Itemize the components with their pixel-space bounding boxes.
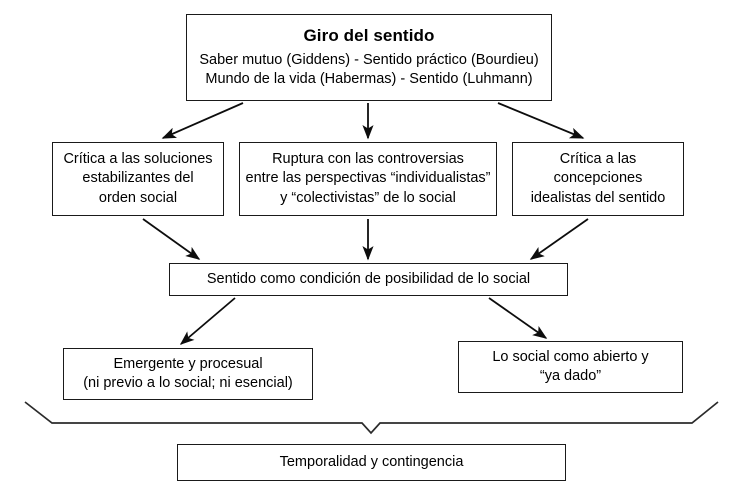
node-title: Giro del sentido <box>303 26 435 46</box>
node-text-line-1: Temporalidad y contingencia <box>279 453 464 470</box>
node-text-line-1: Crítica a las soluciones <box>63 151 213 168</box>
node-subtitle-line-2: Mundo de la vida (Habermas) - Sentido (L… <box>205 71 533 88</box>
node-critica-soluciones-estabilizantes[interactable]: Crítica a las soluciones estabilizantes … <box>52 142 224 216</box>
connector-sentido-to-lo-social <box>488 297 548 339</box>
node-text-line-1: Emergente y procesual <box>113 355 263 372</box>
connector-root-to-critica-soluciones <box>161 102 244 139</box>
node-ruptura-controversias[interactable]: Ruptura con las controversias entre las … <box>239 142 497 216</box>
bottom-brace <box>24 401 719 435</box>
node-text-line-2: “ya dado” <box>539 368 602 384</box>
node-text-line-3: y “colectivistas” de lo social <box>280 189 456 206</box>
node-giro-del-sentido[interactable]: Giro del sentido Saber mutuo (Giddens) -… <box>186 14 552 101</box>
node-sentido-condicion-posibilidad[interactable]: Sentido como condición de posibilidad de… <box>169 263 568 296</box>
connector-critica-soluciones-to-sentido <box>142 218 201 260</box>
node-text-line-2: estabilizantes del <box>82 170 194 187</box>
node-lo-social-abierto[interactable]: Lo social como abierto y “ya dado” <box>458 341 683 393</box>
node-text-line-1: Crítica a las <box>559 151 637 168</box>
node-subtitle-line-1: Saber mutuo (Giddens) - Sentido práctico… <box>199 52 539 69</box>
node-text-line-1: Ruptura con las controversias <box>272 151 464 168</box>
connector-sentido-to-emergente <box>179 297 236 345</box>
node-text-line-3: idealistas del sentido <box>530 189 666 206</box>
node-text-line-2: entre las perspectivas “individualistas” <box>245 170 491 187</box>
node-critica-concepciones-idealistas[interactable]: Crítica a las concepciones idealistas de… <box>512 142 684 216</box>
connector-root-to-critica-idealistas <box>497 102 585 139</box>
connector-critica-idealistas-to-sentido <box>529 218 589 260</box>
node-text-line-3: orden social <box>98 189 178 206</box>
node-text-line-2: (ni previo a lo social; ni esencial) <box>83 375 293 391</box>
node-text-line-1: Sentido como condición de posibilidad de… <box>206 270 531 287</box>
node-text-line-2: concepciones <box>553 170 643 187</box>
node-emergente-procesual[interactable]: Emergente y procesual (ni previo a lo so… <box>63 348 313 400</box>
node-temporalidad-contingencia[interactable]: Temporalidad y contingencia <box>177 444 566 481</box>
node-text-line-1: Lo social como abierto y <box>492 348 649 365</box>
